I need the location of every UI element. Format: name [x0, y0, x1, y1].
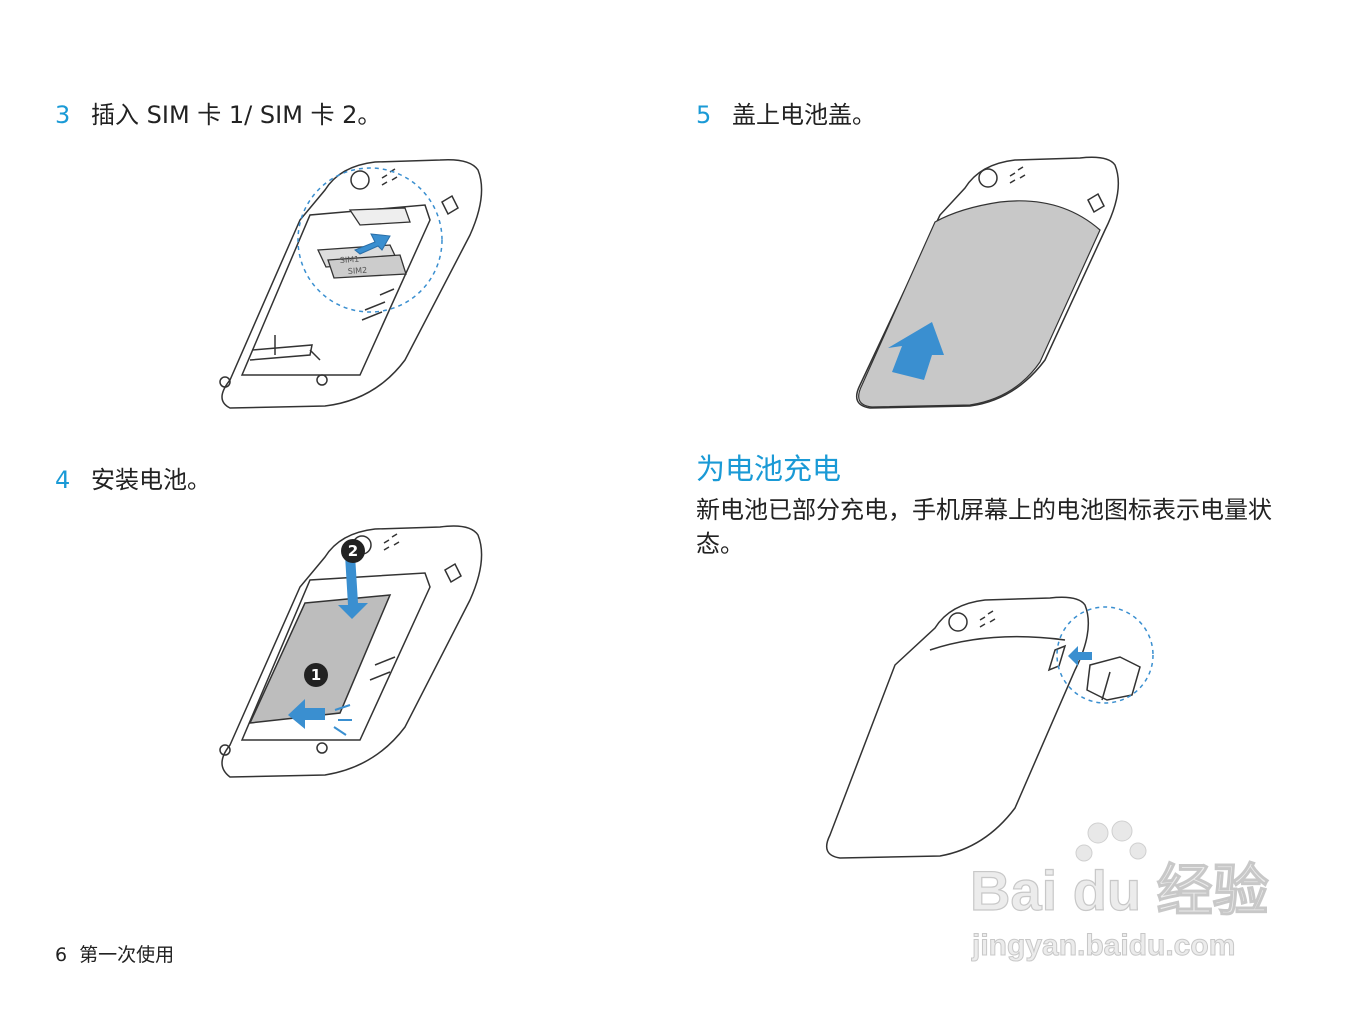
- step-text: 安装电池。: [91, 466, 211, 494]
- section-paragraph: 新电池已部分充电，手机屏幕上的电池图标表示电量状态。: [696, 496, 1272, 558]
- step-text: 插入 SIM 卡 1/ SIM 卡 2。: [91, 101, 382, 129]
- step-number: 5: [696, 101, 712, 129]
- arrow-icon: [338, 555, 368, 619]
- battery-cover-illustration: [855, 156, 1120, 409]
- step-marker-2: [341, 539, 365, 563]
- battery-install-illustration: 2 1: [219, 525, 483, 778]
- step-5: 5 盖上电池盖。: [696, 100, 876, 130]
- page-footer: 6 第一次使用: [55, 940, 174, 967]
- chapter-title: 第一次使用: [79, 944, 175, 966]
- sim-insert-illustration: SIM1 SIM2: [219, 158, 483, 409]
- step-3: 3 插入 SIM 卡 1/ SIM 卡 2。: [55, 100, 381, 130]
- marker-1-label: 1: [311, 666, 321, 684]
- zoom-circle: [297, 167, 443, 313]
- charging-illustration: [825, 596, 1154, 859]
- battery-cover: [858, 200, 1101, 408]
- step-number: 3: [55, 101, 71, 129]
- marker-2-label: 2: [348, 542, 358, 560]
- arrow-icon: [354, 233, 391, 255]
- arrow-icon: [888, 322, 944, 380]
- watermark-brand: Bai du 经验: [970, 859, 1269, 922]
- step-marker-1: [304, 663, 328, 687]
- step-4: 4 安装电池。: [55, 465, 211, 495]
- sim2-label: SIM2: [348, 266, 368, 276]
- battery-shape: [248, 594, 392, 724]
- watermark-url: jingyan.baidu.com: [971, 929, 1235, 962]
- sim1-label: SIM1: [340, 255, 360, 265]
- step-number: 4: [55, 466, 71, 494]
- baidu-watermark-logo: Bai du 经验 jingyan.baidu.com: [969, 820, 1269, 963]
- step-text: 盖上电池盖。: [732, 101, 876, 129]
- zoom-circle: [1056, 606, 1154, 704]
- page-number: 6: [55, 944, 68, 966]
- section-title: 为电池充电: [696, 452, 842, 486]
- arrow-icon: [288, 699, 325, 729]
- arrow-icon: [1068, 646, 1092, 666]
